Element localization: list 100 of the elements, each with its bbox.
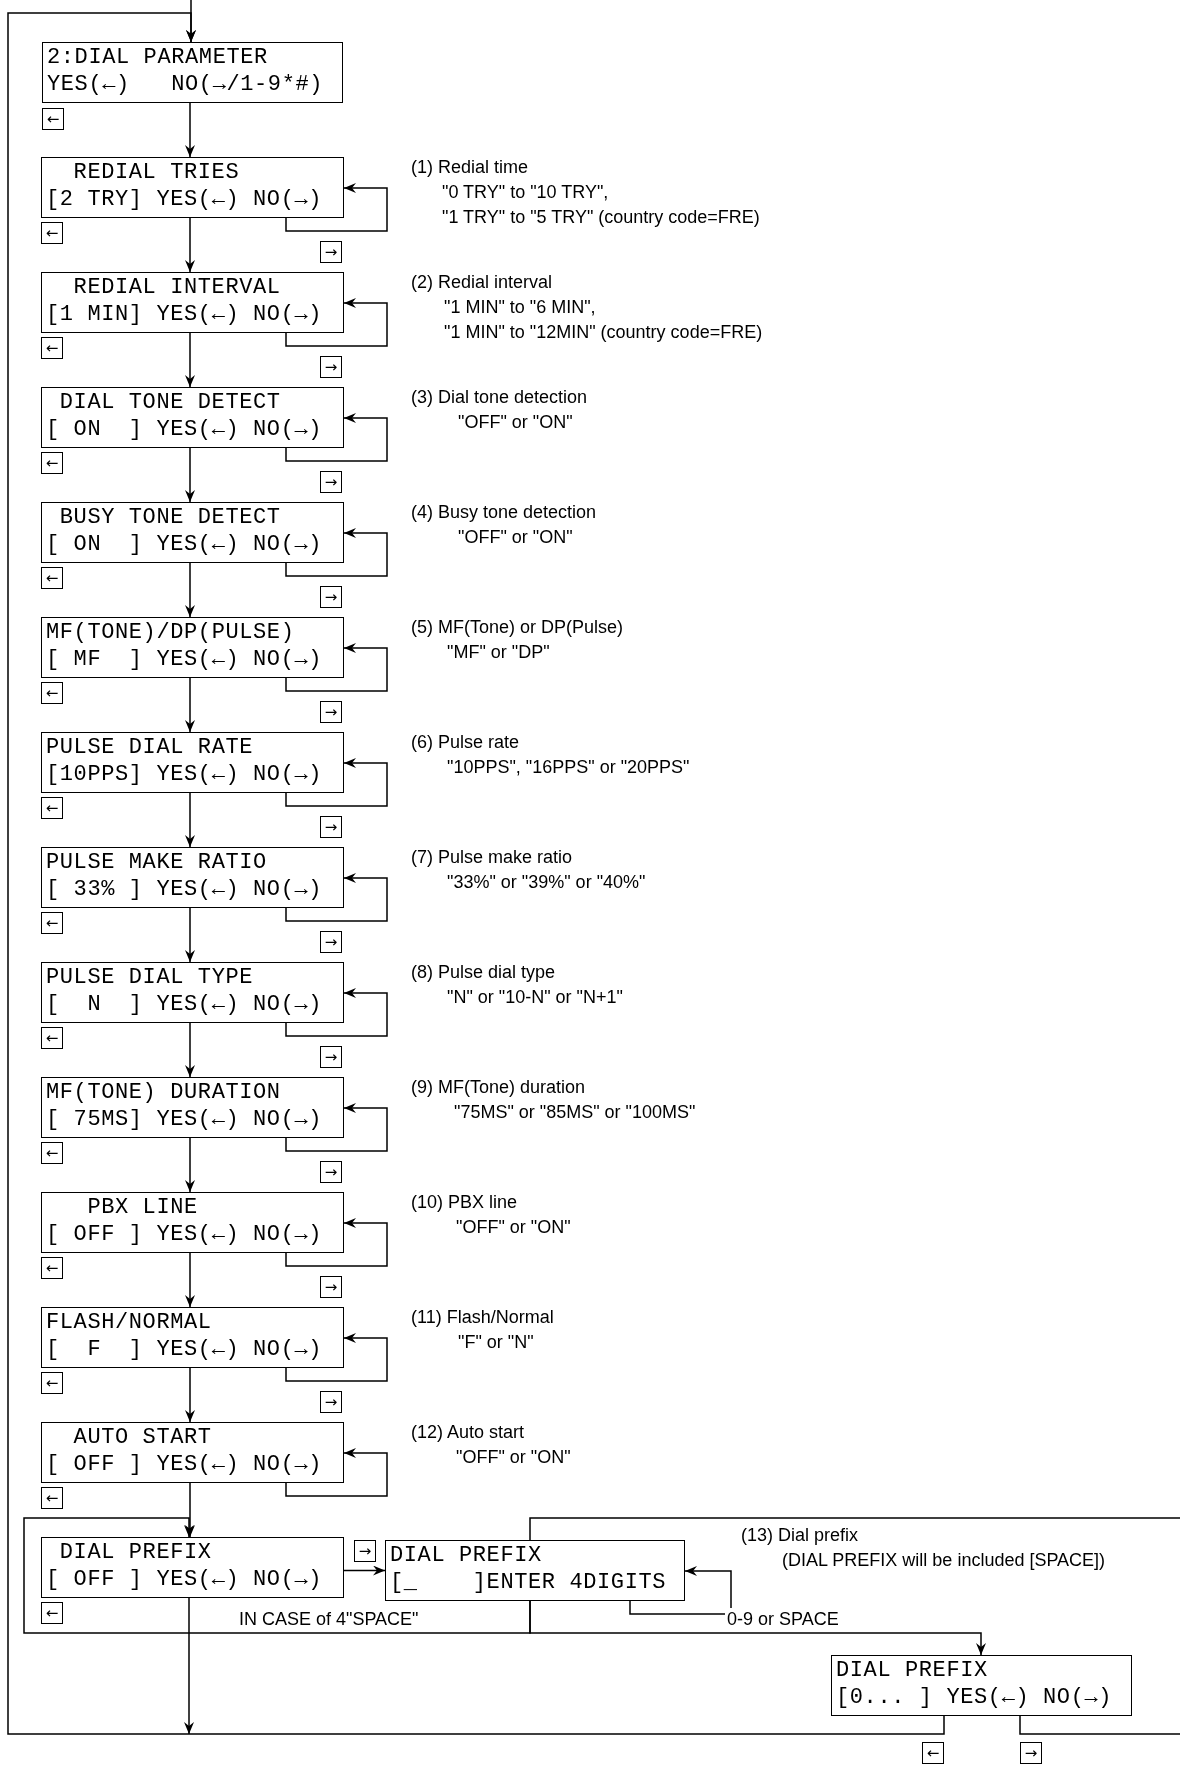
arrow: [185, 907, 195, 963]
display-text: [2 TRY] YES(←) NO(→): [46, 186, 323, 213]
key-symbol: ←: [41, 682, 63, 704]
display-text: [ 75MS] YES(←) NO(→): [46, 1106, 323, 1133]
key-symbol: →: [1020, 1742, 1042, 1764]
display-text: REDIAL TRIES: [72, 159, 240, 186]
key-symbol: →: [320, 816, 342, 838]
lcd-display-box: [385, 1540, 685, 1601]
key-symbol: ←: [41, 1027, 63, 1049]
note-text: "MF" or "DP": [447, 641, 550, 663]
arrow: [185, 1367, 195, 1423]
arrow: [285, 528, 388, 577]
note-text: "0 TRY" to "10 TRY",: [442, 181, 609, 203]
display-text: AUTO START: [72, 1424, 212, 1451]
key-symbol: →: [320, 1161, 342, 1183]
arrow: [185, 1137, 195, 1193]
key-symbol: →: [320, 1391, 342, 1413]
arrow: [285, 1333, 388, 1382]
note-text: (10) PBX line: [411, 1191, 518, 1213]
note-text: (2) Redial interval: [411, 271, 553, 293]
note-text: (9) MF(Tone) duration: [411, 1076, 586, 1098]
note-text: "OFF" or "ON": [458, 411, 573, 433]
key-symbol: ←: [41, 452, 63, 474]
display-text: [ ON ] YES(←) NO(→): [46, 416, 323, 443]
display-text: [1 MIN] YES(←) NO(→): [46, 301, 323, 328]
key-symbol: →: [320, 701, 342, 723]
note-text: (4) Busy tone detection: [411, 501, 597, 523]
note-text: "OFF" or "ON": [456, 1446, 571, 1468]
connector-line: [1019, 1715, 1180, 1735]
lcd-display-box: [41, 1077, 344, 1138]
key-symbol: →: [354, 1540, 376, 1562]
note-text: "1 MIN" to "6 MIN",: [444, 296, 596, 318]
note-text: (DIAL PREFIX will be included [SPACE]): [782, 1549, 1106, 1571]
arrow: [185, 447, 195, 503]
key-symbol: ←: [41, 567, 63, 589]
arrow: [185, 1252, 195, 1308]
lcd-display-box: [41, 272, 344, 333]
display-text: DIAL PREFIX: [58, 1539, 212, 1566]
arrow: [185, 217, 195, 273]
arrow: [285, 758, 388, 807]
arrow: [529, 1600, 986, 1656]
arrow: [343, 1565, 386, 1576]
key-symbol: ←: [42, 108, 64, 130]
lcd-display-box: [41, 1192, 344, 1253]
lcd-display-box: [41, 962, 344, 1023]
display-text: MF(TONE)/DP(PULSE): [46, 619, 295, 646]
note-text: (13) Dial prefix: [741, 1524, 859, 1546]
key-symbol: ←: [41, 1372, 63, 1394]
arrow: [184, 1597, 194, 1735]
arrow: [285, 873, 388, 922]
note-text: (12) Auto start: [411, 1421, 525, 1443]
note-text: (5) MF(Tone) or DP(Pulse): [411, 616, 624, 638]
arrow: [185, 1022, 195, 1078]
note-text: (3) Dial tone detection: [411, 386, 588, 408]
key-symbol: ←: [41, 1257, 63, 1279]
key-symbol: ←: [41, 337, 63, 359]
arrow: [285, 1448, 388, 1497]
arrow: [23, 1517, 531, 1634]
arrow: [285, 413, 388, 462]
key-symbol: ←: [41, 797, 63, 819]
note-text: "F" or "N": [458, 1331, 534, 1353]
lcd-display-box: [42, 42, 343, 103]
key-symbol: ←: [41, 222, 63, 244]
key-symbol: ←: [41, 912, 63, 934]
note-text: "10PPS", "16PPS" or "20PPS": [447, 756, 690, 778]
key-symbol: ←: [922, 1742, 944, 1764]
display-text: [ OFF ] YES(←) NO(→): [46, 1451, 323, 1478]
note-text: (6) Pulse rate: [411, 731, 520, 753]
note-text: (8) Pulse dial type: [411, 961, 556, 983]
note-text: "1 MIN" to "12MIN" (country code=FRE): [444, 321, 763, 343]
display-text: MF(TONE) DURATION: [46, 1079, 281, 1106]
display-text: BUSY TONE DETECT: [58, 504, 281, 531]
note-text: (7) Pulse make ratio: [411, 846, 573, 868]
key-symbol: ←: [41, 1602, 63, 1624]
display-text: [ MF ] YES(←) NO(→): [46, 646, 323, 673]
lcd-display-box: [41, 732, 344, 793]
display-text: [ N ] YES(←) NO(→): [46, 991, 323, 1018]
key-symbol: ←: [41, 1142, 63, 1164]
display-text: YES(←) NO(→/1-9*#): [47, 71, 324, 98]
display-text: DIAL TONE DETECT: [58, 389, 281, 416]
lcd-display-box: [41, 617, 344, 678]
arrow: [285, 183, 388, 232]
note-text: "75MS" or "85MS" or "100MS": [454, 1101, 696, 1123]
arrow: [185, 332, 195, 388]
display-text: DIAL PREFIX: [390, 1542, 542, 1569]
key-symbol: ←: [41, 1487, 63, 1509]
display-text: [ 33% ] YES(←) NO(→): [46, 876, 323, 903]
display-text: PBX LINE: [86, 1194, 198, 1221]
display-text: PULSE DIAL TYPE: [46, 964, 254, 991]
connector-line: [529, 1517, 1180, 1541]
display-text: [0... ] YES(←) NO(→): [836, 1684, 1113, 1711]
display-text: [ OFF ] YES(←) NO(→): [46, 1221, 323, 1248]
note-text: "OFF" or "ON": [456, 1216, 571, 1238]
note-text: (1) Redial time: [411, 156, 529, 178]
lcd-display-box: [41, 1537, 344, 1598]
arrow: [285, 1218, 388, 1267]
display-text: DIAL PREFIX: [836, 1657, 988, 1684]
display-text: [_ ]ENTER 4DIGITS: [390, 1569, 667, 1596]
display-text: [ OFF ] YES(←) NO(→): [46, 1566, 323, 1593]
arrow: [185, 1482, 195, 1538]
